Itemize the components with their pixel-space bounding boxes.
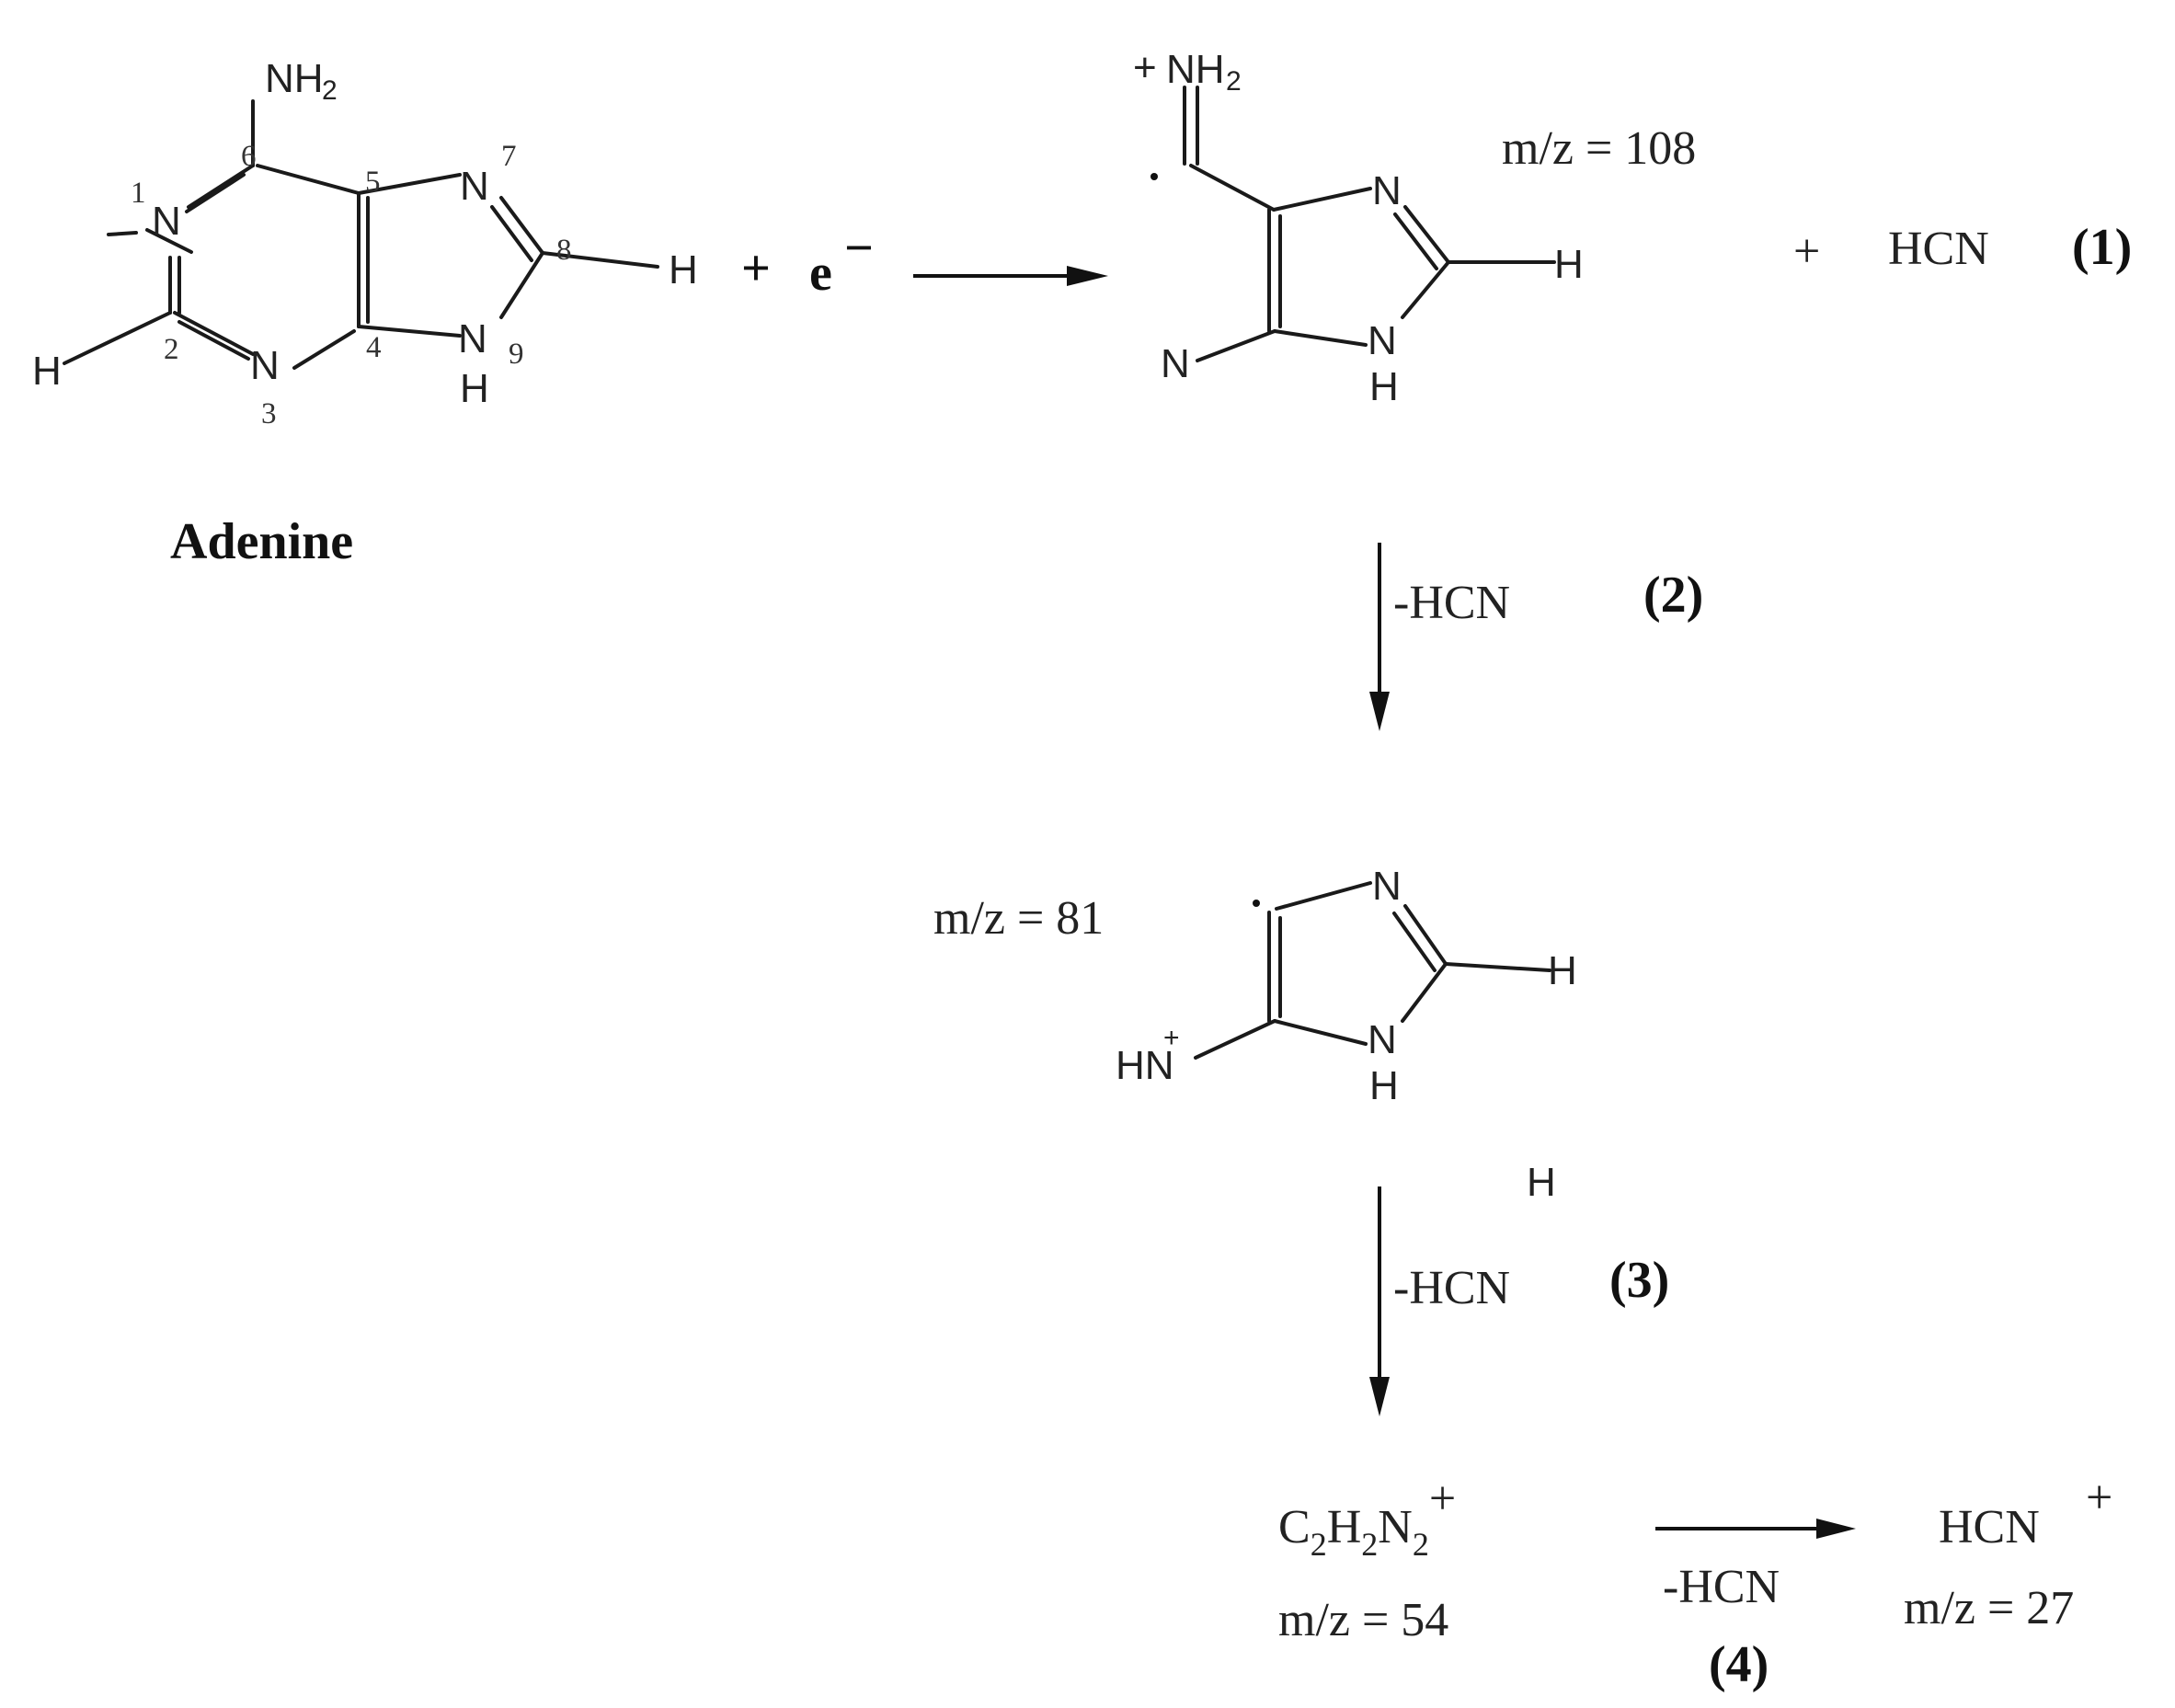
adenine-h2: H: [32, 349, 62, 394]
atom-number-9: 9: [509, 338, 524, 371]
loss-hcn-4: -HCN: [1663, 1561, 1780, 1613]
fragment-108-h2: H: [1554, 242, 1584, 287]
step-3-label: (3): [1609, 1252, 1669, 1309]
mz-27: m/z = 27: [1904, 1582, 2074, 1634]
fragment-27-charge: +: [2086, 1472, 2112, 1524]
fragment-81-h2: H: [1548, 948, 1577, 993]
fragment-108-plus: +: [1133, 45, 1157, 90]
fragment-108-n-exo: N: [1161, 341, 1190, 386]
fragment-108-h1: H: [1369, 364, 1399, 409]
fragment-108-n3: N: [1372, 168, 1402, 213]
fragment-81-n1: N: [1368, 1017, 1397, 1062]
fragment-27-formula: HCN: [1939, 1501, 2040, 1553]
step-4-label: (4): [1709, 1636, 1769, 1693]
fragment-81-hn: HN: [1116, 1043, 1174, 1088]
adenine-nh2-sub: 2: [322, 75, 338, 106]
adenine-n7: N: [460, 164, 489, 209]
reaction-arrow-1-head: [1067, 266, 1108, 286]
loss-hcn-3: -HCN: [1393, 1262, 1510, 1314]
adenine-h8: H: [669, 247, 698, 292]
fragment-108-nh2: NH: [1166, 47, 1225, 92]
atom-number-1: 1: [131, 177, 146, 210]
fragment-108-structure: [1183, 86, 1556, 362]
atom-number-8: 8: [556, 234, 572, 267]
atom-number-7: 7: [501, 140, 517, 173]
atom-number-2: 2: [164, 333, 179, 366]
atom-number-4: 4: [366, 331, 382, 364]
reaction-arrow-4-head: [1816, 1519, 1856, 1539]
reaction-arrow-3-head: [1369, 1377, 1390, 1416]
radical-dot: [1150, 173, 1158, 180]
mz-81: m/z = 81: [933, 892, 1104, 945]
step-2-label: (2): [1643, 567, 1703, 624]
adenine-label: Adenine: [170, 513, 353, 570]
adenine-h9: H: [460, 366, 489, 411]
atom-number-3: 3: [261, 397, 277, 430]
reaction-arrow-2-head: [1369, 692, 1390, 731]
step-3-h: H: [1527, 1160, 1556, 1205]
fragment-81-structure: [1194, 881, 1551, 1060]
adenine-nh2-n: NH: [265, 56, 324, 101]
fragment-108-n1: N: [1368, 318, 1397, 363]
mz-54: m/z = 54: [1278, 1594, 1448, 1646]
adenine-n9: N: [458, 316, 487, 361]
radical-dot: [1253, 900, 1260, 907]
fragment-54-formula: C2H2N2+: [1278, 1473, 1456, 1563]
adenine-n3: N: [250, 343, 280, 388]
adenine-n1: N: [152, 199, 181, 244]
step-1-label: (1): [2072, 219, 2132, 276]
hcn-coproduct: HCN: [1888, 223, 1989, 275]
atom-number-5: 5: [365, 166, 381, 199]
adenine-structure: [63, 99, 659, 370]
electron: e: [809, 245, 832, 302]
fragment-81-h1: H: [1369, 1063, 1399, 1108]
loss-hcn-2: -HCN: [1393, 577, 1510, 629]
plus-hcn: +: [1793, 225, 1820, 278]
fragment-81-n3: N: [1372, 864, 1402, 909]
atom-number-6: 6: [241, 140, 257, 173]
fragment-81-plus: +: [1163, 1023, 1180, 1053]
fragment-108-nh2-sub: 2: [1226, 66, 1242, 97]
plus-sign: +: [741, 240, 771, 297]
electron-charge: −: [844, 220, 874, 277]
mz-108: m/z = 108: [1502, 122, 1696, 175]
